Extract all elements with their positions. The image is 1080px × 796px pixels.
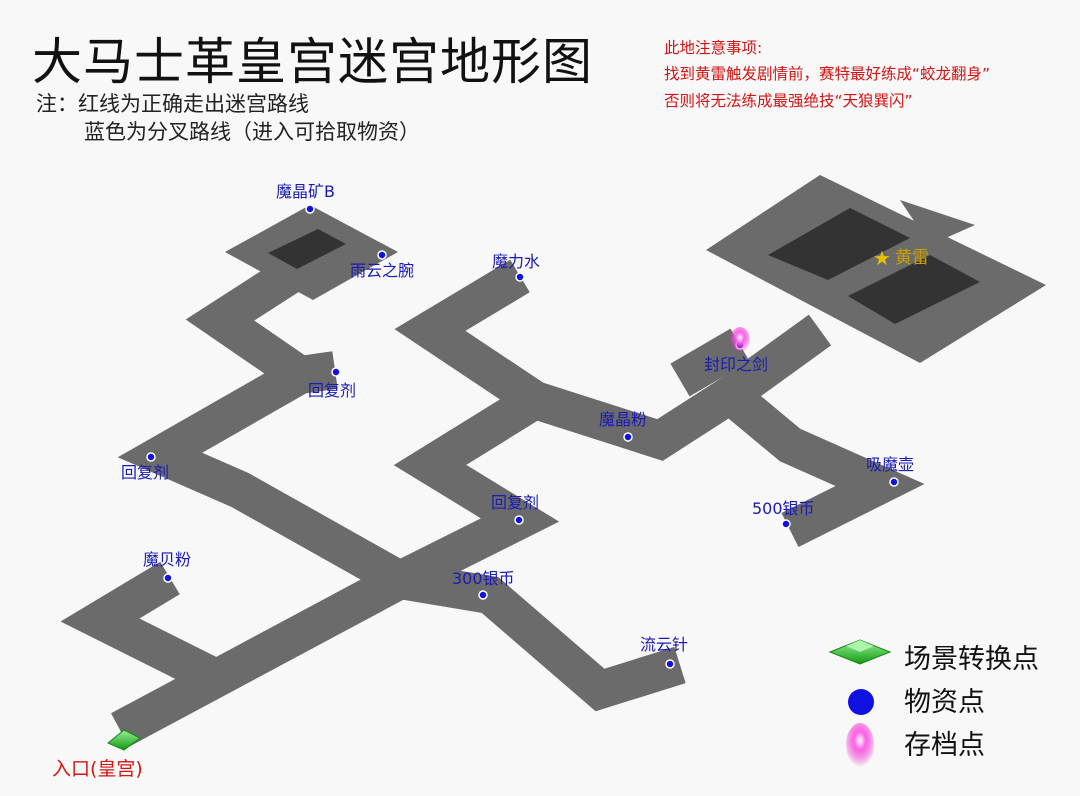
route-note-blue: 蓝色为分叉路线（进入可拾取物资） xyxy=(84,120,420,144)
label-huifuji-middle: 回复剂 xyxy=(491,493,539,512)
label-yuyun-zhi-wan: 雨云之腕 xyxy=(350,261,414,280)
item-dot xyxy=(623,432,633,442)
label-huifuji-left: 回复剂 xyxy=(121,463,169,482)
label-huifuji-upper: 回复剂 xyxy=(308,381,356,400)
legend: 场景转换点 物资点 存档点 xyxy=(828,639,1039,767)
label-300-yinbi: 300银币 xyxy=(452,569,515,588)
legend-item-point: 物资点 xyxy=(904,687,985,718)
item-dot xyxy=(146,452,156,462)
label-mobei-fen: 魔贝粉 xyxy=(143,550,191,569)
corridor-left-upper xyxy=(117,259,410,597)
corridor-huifu xyxy=(297,351,338,394)
item-dot xyxy=(781,519,791,529)
corridor-moli xyxy=(394,259,546,416)
corridor-fengyin xyxy=(670,328,750,397)
legend-save-point: 存档点 xyxy=(904,730,985,761)
label-500-yinbi: 500银币 xyxy=(752,499,815,518)
scene-point-icon xyxy=(828,639,892,665)
item-dot xyxy=(377,250,387,260)
save-point-glow xyxy=(730,327,750,353)
entrance-scene-marker xyxy=(107,729,141,751)
save-point-icon xyxy=(846,723,874,767)
item-dot xyxy=(514,515,524,525)
item-dot xyxy=(665,659,675,669)
label-fengyin-zhi-jian: 封印之剑 xyxy=(704,355,768,374)
item-dot xyxy=(515,272,525,282)
route-note-red: 注：红线为正确走出迷宫路线 xyxy=(36,92,309,116)
item-dot xyxy=(478,590,488,600)
legend-scene-point: 场景转换点 xyxy=(904,644,1039,675)
label-moli-shui: 魔力水 xyxy=(492,252,540,271)
label-huanglei: 黄雷 xyxy=(895,248,929,268)
room-huanglei xyxy=(706,175,1046,363)
label-mojing-kuang-b: 魔晶矿B xyxy=(276,182,335,201)
warning-line-2: 否则将无法练成最强绝技“天狼巽闪” xyxy=(664,92,913,110)
corridor-mobei xyxy=(60,561,229,697)
maze-corridors xyxy=(60,259,925,747)
item-dot xyxy=(163,573,173,583)
item-dot xyxy=(331,367,341,377)
label-entrance: 入口(皇宫) xyxy=(52,758,143,780)
corridor-ximo xyxy=(717,380,925,547)
warning-line-1: 找到黄雷触发剧情前，赛特最好练成“蛟龙翻身” xyxy=(664,65,991,83)
corridor-liuyun xyxy=(396,561,686,712)
label-liuyun-zhen: 流云针 xyxy=(640,635,688,654)
star-icon: ★ xyxy=(873,246,891,270)
label-ximo-hu: 吸魔壶 xyxy=(866,455,914,474)
item-dot xyxy=(305,204,315,214)
label-mojing-fen: 魔晶粉 xyxy=(599,410,647,429)
item-dot xyxy=(889,477,899,487)
warning-heading: 此地注意事项: xyxy=(664,39,763,57)
page-title: 大马士革皇宫迷宫地形图 xyxy=(32,33,593,91)
room-mojing xyxy=(225,205,398,300)
corridor-main xyxy=(111,314,832,747)
item-point-icon xyxy=(848,689,874,715)
